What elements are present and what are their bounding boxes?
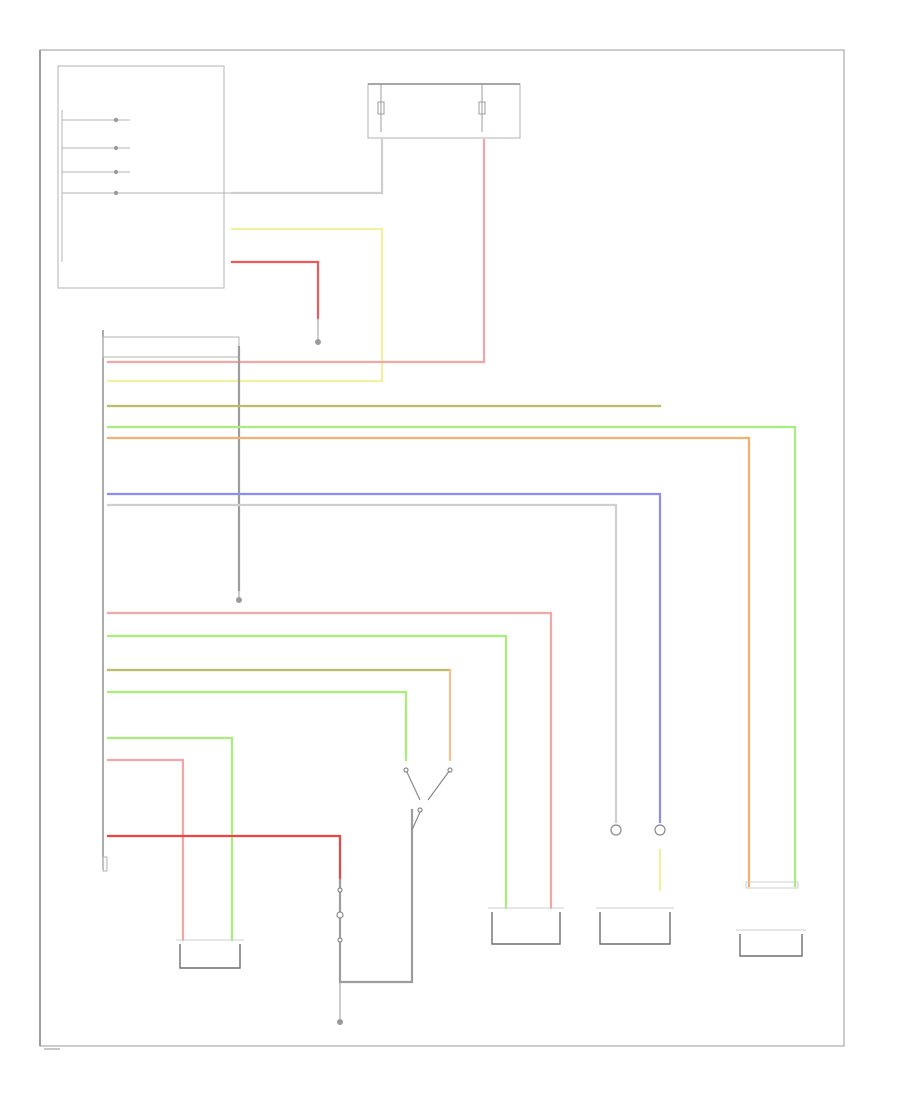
fuse-box [367,83,521,139]
wire-gray-ign [230,138,384,195]
wire-green-driver-pretensioner [106,736,234,942]
weight-sensor-connector [745,881,799,889]
wire-green-position-switch [106,690,408,762]
ground-symbol-middle [236,590,242,603]
srs-unit-bottom-bracket [102,856,108,872]
side-airbag-sensor-box [599,912,671,945]
front-passenger-airbag-box [491,912,561,945]
wire-red-ground-lower [106,834,342,882]
wire-green-weight [106,425,797,888]
passenger-weight-sensor-box [739,934,803,957]
wire-blue-side-sensor [106,492,662,824]
fuse-elements [377,84,486,132]
wire-yellow [106,227,384,383]
side-airbag-sensor-elements [610,824,666,836]
gauge-control-unit-indicators [113,117,119,196]
ground-symbol-lower [337,982,343,1025]
driver-seat-belt-pretensioner-box [179,944,241,969]
wire-green-airbag [106,634,508,910]
wire-red-ground [230,260,320,320]
diagram-frame [39,49,845,1047]
wire-orange-weight [106,436,751,888]
gauge-control-unit-box [57,65,225,289]
wire-red-upper [106,138,486,364]
srs-unit-top-bracket [102,336,240,358]
passenger-seat-belt-pretensioner [336,887,344,943]
ground-symbol-upper [315,318,321,345]
gauge-control-unit-internal-lines [61,110,232,262]
wire-red-driver-pretensioner [106,758,185,942]
wire-gray-ground-lower [338,808,414,984]
wire-gray-side-sensor [106,503,618,824]
wire-red-airbag [106,611,553,910]
occupant-position-switch [403,767,453,831]
